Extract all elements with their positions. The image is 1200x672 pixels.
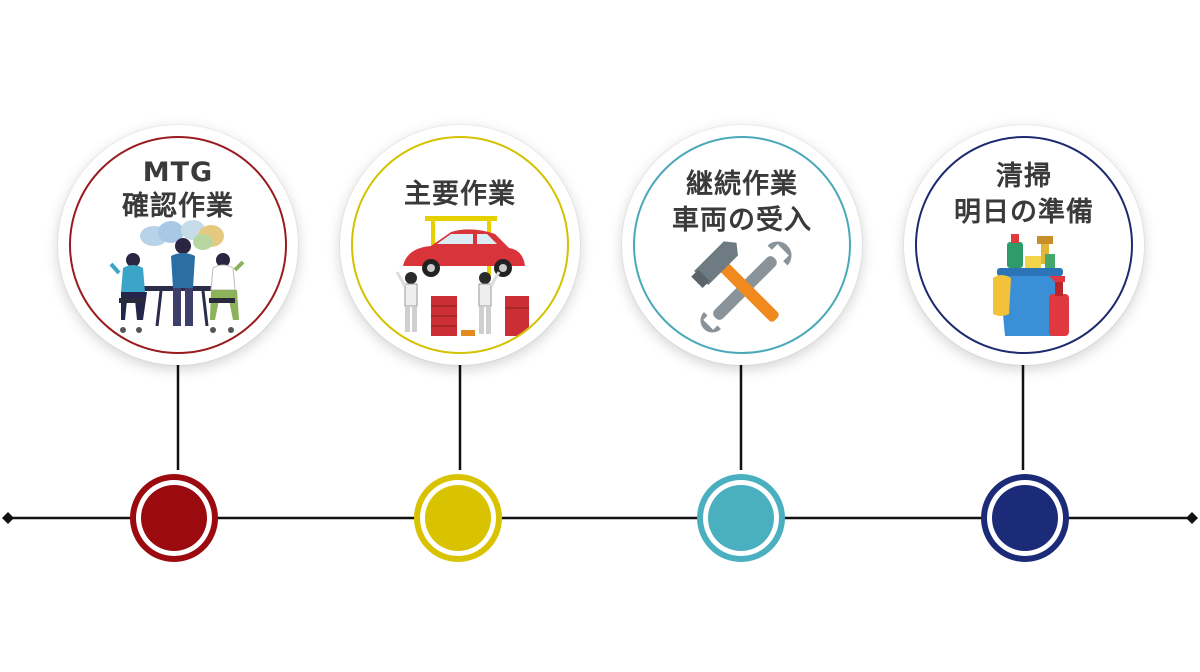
step-card-main-work: 主要作業 <box>340 125 580 365</box>
axis-start-diamond-icon <box>2 512 14 524</box>
cleaning-supplies-icon <box>993 234 1069 336</box>
step-title-line2: 明日の準備 <box>954 197 1094 228</box>
card-circle: MTG 確認作業 <box>69 136 287 354</box>
card-circle: 清掃 明日の準備 <box>915 136 1133 354</box>
step-title-line1: 清掃 <box>996 161 1052 192</box>
timeline-node-2 <box>414 474 502 562</box>
card-circle: 継続作業 車両の受入 <box>633 136 851 354</box>
timeline-node-3 <box>697 474 785 562</box>
car-lift-mechanic-icon <box>395 216 529 336</box>
step-title-line1: 主要作業 <box>404 179 516 210</box>
meeting-people-icon <box>109 220 245 333</box>
step-title-line1: MTG <box>142 157 214 188</box>
step-card-meeting: MTG 確認作業 <box>58 125 298 365</box>
step-card-cleaning: 清掃 明日の準備 <box>904 125 1144 365</box>
card-circle: 主要作業 <box>351 136 569 354</box>
timeline-node-1 <box>130 474 218 562</box>
step-title-line2: 確認作業 <box>122 191 234 222</box>
step-card-continued-work: 継続作業 車両の受入 <box>622 125 862 365</box>
step-title-line1: 継続作業 <box>686 169 798 200</box>
timeline-node-4 <box>981 474 1069 562</box>
hammer-wrench-icon <box>691 241 792 333</box>
step-title-line2: 車両の受入 <box>672 205 812 236</box>
axis-end-diamond-icon <box>1186 512 1198 524</box>
